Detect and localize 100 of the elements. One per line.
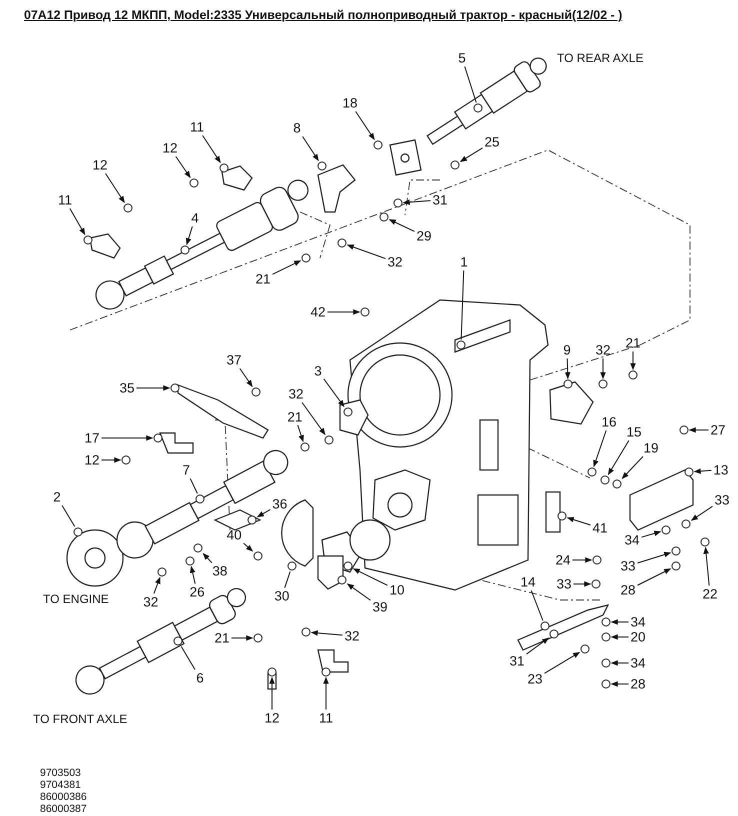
part-dot <box>248 516 256 524</box>
leader-arrow <box>190 566 196 584</box>
leader-arrow <box>256 509 271 518</box>
leader-arrow <box>564 358 570 380</box>
part-dot <box>322 668 330 676</box>
part-dot <box>338 238 346 248</box>
leader-arrow <box>243 542 254 552</box>
part-dot <box>318 162 326 170</box>
callout-number: 18 <box>341 96 359 110</box>
part-number: 9704381 <box>40 779 81 791</box>
callout-number: 22 <box>701 586 719 602</box>
callout-number: 15 <box>625 424 643 440</box>
leader-arrow <box>566 516 591 526</box>
callout-number: 28 <box>629 676 647 692</box>
leader-arrow <box>703 546 710 586</box>
leader-arrow <box>526 638 550 655</box>
part-dot <box>602 680 610 688</box>
callout-number: 21 <box>213 630 231 646</box>
part-number: 86000387 <box>40 803 87 815</box>
callout-number: 30 <box>273 588 290 604</box>
callout-number: 21 <box>624 336 642 350</box>
part-dot <box>564 380 572 388</box>
callout-number: 8 <box>292 120 302 136</box>
leader-arrow <box>608 440 630 476</box>
part-dot <box>672 546 680 556</box>
callout-number: 25 <box>483 134 501 150</box>
part-dot <box>186 556 194 566</box>
callout-number: 23 <box>526 672 544 686</box>
leader-arrow <box>572 557 592 563</box>
callout-number: 28 <box>619 582 637 598</box>
callout-number: 41 <box>591 520 609 536</box>
callout-number: 4 <box>190 210 200 226</box>
leader-arrow <box>610 660 629 666</box>
leader-arrow <box>544 652 580 674</box>
leader-arrow <box>346 583 371 601</box>
leader-arrow <box>69 208 86 236</box>
part-dot <box>680 426 688 434</box>
part-dot <box>682 520 690 528</box>
part-dot <box>672 562 680 570</box>
callout-number: 16 <box>600 414 618 430</box>
leader-arrow <box>593 430 607 468</box>
leader-arrow <box>323 676 329 710</box>
leader-arrow <box>630 351 636 370</box>
callout-number: 21 <box>254 272 272 286</box>
leader-arrow <box>136 385 170 391</box>
diagram-title: 07A12 Привод 12 МКПП, Model:2335 Универсальный полноприводный трактор - красный(12/02 - ) <box>24 8 622 22</box>
leader-arrow <box>269 676 275 710</box>
callout-number: 32 <box>343 628 361 644</box>
callout-number: 17 <box>83 430 101 446</box>
leader-arrow <box>231 635 254 641</box>
leader-arrow <box>690 506 713 521</box>
leader-arrow <box>202 553 212 564</box>
part-dot <box>302 628 310 636</box>
leader-arrow <box>323 378 344 408</box>
part-dot <box>380 212 388 222</box>
leader-arrow <box>622 456 644 479</box>
part-dot <box>302 254 310 262</box>
leader-line <box>284 571 291 588</box>
leader-arrow <box>637 568 672 586</box>
leader-arrow <box>153 576 160 594</box>
callout-number: 24 <box>554 552 572 568</box>
callout-number: 9 <box>562 342 572 358</box>
leader-arrow <box>402 199 431 205</box>
callout-number: 42 <box>309 304 327 320</box>
callout-number: 31 <box>431 192 449 208</box>
leader-arrow <box>637 552 672 564</box>
part-dot <box>338 576 346 584</box>
leader-arrow <box>310 630 343 636</box>
leader-line <box>460 270 464 340</box>
callout-number: 37 <box>225 352 243 368</box>
direction-note: TO REAR AXLE <box>557 51 644 65</box>
callout-number: 29 <box>415 228 433 244</box>
part-dot <box>580 644 590 654</box>
callout-number: 39 <box>371 600 389 614</box>
callout-number: 7 <box>181 462 191 478</box>
part-number: 86000386 <box>40 791 87 803</box>
leader-arrow <box>573 581 592 587</box>
callout-number: 14 <box>519 574 537 590</box>
callout-number: 5 <box>457 50 467 66</box>
leader-arrow <box>297 424 304 442</box>
callout-number: 26 <box>188 584 206 600</box>
part-dot <box>254 634 262 642</box>
callout-number: 12 <box>161 140 179 156</box>
part-dot <box>324 436 334 444</box>
leader-arrow <box>688 427 709 433</box>
part-dot <box>592 556 602 564</box>
part-dot <box>628 370 638 380</box>
leader-arrow <box>302 402 326 436</box>
part-dot <box>268 668 276 676</box>
leader-arrow <box>641 530 662 538</box>
callout-number: 32 <box>594 342 612 358</box>
callout-number: 3 <box>313 364 323 378</box>
part-dot <box>592 580 600 588</box>
part-dot <box>662 526 670 534</box>
part-dot <box>558 512 566 520</box>
leader-line <box>62 505 76 527</box>
callout-number: 12 <box>91 158 109 172</box>
callout-number: 32 <box>142 594 160 610</box>
part-dot <box>598 380 608 388</box>
leader-arrow <box>272 260 302 275</box>
